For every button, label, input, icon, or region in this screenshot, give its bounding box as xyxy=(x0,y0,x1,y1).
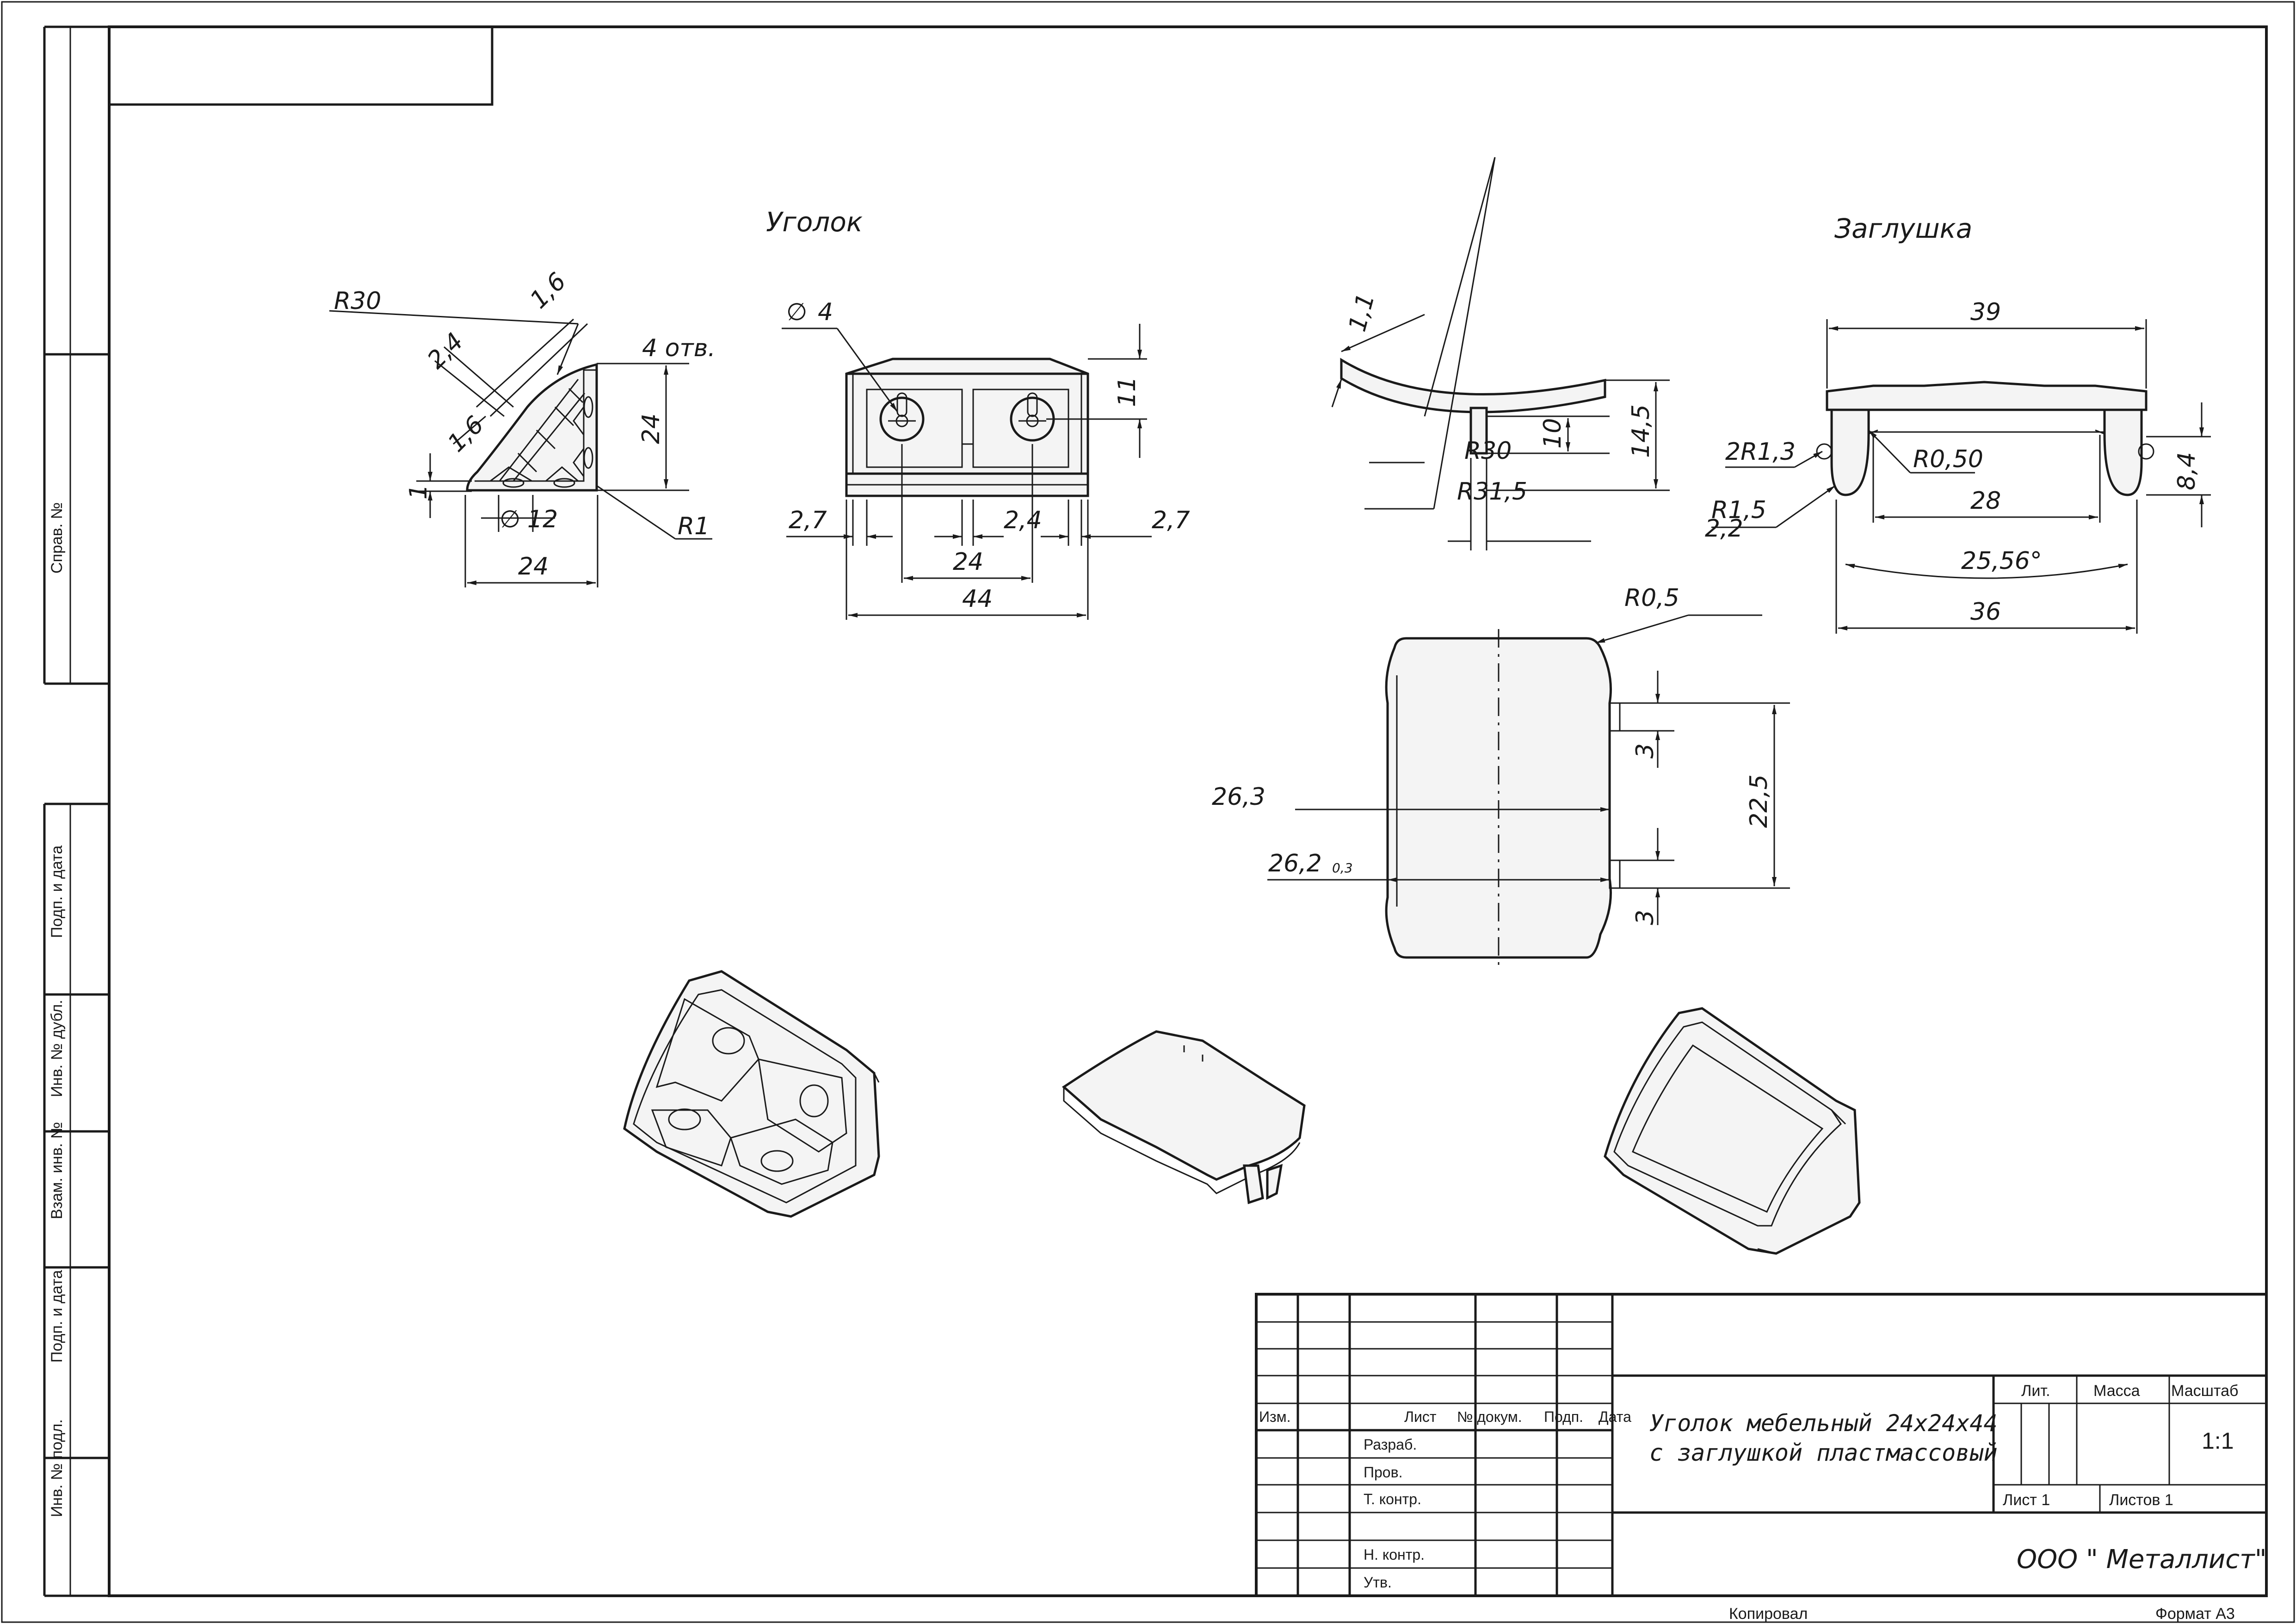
dim-r0-50: R0,50 xyxy=(1913,445,1983,473)
row-razrab: Разраб. xyxy=(1364,1436,1417,1453)
dim-28: 28 xyxy=(1970,487,2001,515)
vzam-inv-label: Взам. инв. № xyxy=(48,1122,66,1219)
dim-22-5: 22,5 xyxy=(1745,774,1773,828)
dim-11: 11 xyxy=(1113,377,1141,407)
dim-1-6-upper: 1,6 xyxy=(525,267,572,314)
dim-10: 10 xyxy=(1539,418,1567,449)
dim-39: 39 xyxy=(1970,298,2001,326)
dim-3-lower: 3 xyxy=(1631,910,1659,925)
cap-isometric xyxy=(1062,1030,1306,1204)
sheet-number: Лист 1 xyxy=(2003,1491,2050,1509)
col-list: Лист xyxy=(1404,1408,1437,1425)
dim-25-56-deg: 25,56° xyxy=(1961,547,2042,575)
dim-1-6-lower: 1,6 xyxy=(443,411,489,457)
row-n-kontr: Н. контр. xyxy=(1364,1546,1425,1563)
inv-podl-label: Инв. № подл. xyxy=(48,1419,66,1517)
side-strip-labels: Справ. № Подп. и дата Инв. № дубл. Взам.… xyxy=(48,502,66,1517)
organization-name: ООО " Металлист" xyxy=(2017,1544,2266,1575)
dim-dia4-symbol: ∅ xyxy=(786,298,807,326)
dim-dia12: 12 xyxy=(527,506,558,533)
dim-r1: R1 xyxy=(678,513,710,540)
dim-tolerance: 0,3 xyxy=(1332,860,1353,876)
corner-isometric xyxy=(623,970,880,1218)
format-label: Формат А3 xyxy=(2155,1605,2235,1623)
corner-view-title: Уголок xyxy=(766,206,863,238)
drawing-title-line2: с заглушкой пластмассовый xyxy=(1649,1439,1998,1466)
lit-label: Лит. xyxy=(2021,1382,2050,1400)
dim-holes-count: 4 отв. xyxy=(642,334,716,362)
col-doc-number: № докум. xyxy=(1457,1408,1522,1425)
dim-24-width: 24 xyxy=(518,553,549,580)
dim-3-upper: 3 xyxy=(1631,743,1659,759)
dim-r30-profile: R30 xyxy=(1464,437,1512,465)
row-utv: Утв. xyxy=(1364,1574,1392,1591)
podp-date-label-2: Подп. и дата xyxy=(48,1270,66,1363)
dim-dia4: 4 xyxy=(818,298,833,326)
col-signature: Подп. xyxy=(1544,1408,1583,1425)
scale-label: Масштаб xyxy=(2171,1382,2238,1400)
dim-14-5: 14,5 xyxy=(1627,404,1655,458)
col-izm: Изм. xyxy=(1259,1408,1291,1425)
col-date: Дата xyxy=(1599,1408,1631,1425)
cap-top-view: R0,5 26,3 26,2 0,3 22,5 3 3 xyxy=(1212,584,1790,967)
dim-r1-5: R1,5 xyxy=(1711,496,1766,524)
dim-r30-side: R30 xyxy=(334,287,381,315)
dim-26-2: 26,2 xyxy=(1268,850,1322,877)
dim-26-3: 26,3 xyxy=(1212,783,1265,811)
dim-2-7-right: 2,7 xyxy=(1152,506,1190,534)
dim-2-4-front: 2,4 xyxy=(1004,506,1042,534)
dim-2-2: 2,2 xyxy=(1705,515,1743,543)
dim-24-front: 24 xyxy=(953,548,983,576)
dim-1: 1 xyxy=(405,484,432,500)
corner-front-view: ∅ 4 11 44 24 2,7 2,4 2,7 xyxy=(782,298,1190,620)
sheets-total: Листов 1 xyxy=(2109,1491,2173,1509)
mass-label: Масса xyxy=(2093,1382,2140,1400)
dim-36: 36 xyxy=(1970,598,2001,626)
row-t-kontr: Т. контр. xyxy=(1364,1491,1421,1507)
row-prov: Пров. xyxy=(1364,1464,1402,1481)
corner-side-view: R30 24 4 отв. 24 ∅ 12 R1 1 1,6 2,4 1,6 xyxy=(329,267,716,587)
drawing-title-line1: Уголок мебельный 24х24х44 xyxy=(1649,1410,1998,1437)
scale-value: 1:1 xyxy=(2202,1428,2234,1454)
dim-dia12-symbol: ∅ xyxy=(500,506,520,533)
sprav-label: Справ. № xyxy=(48,502,66,574)
dim-24-height: 24 xyxy=(637,414,665,444)
podp-date-label-1: Подп. и дата xyxy=(48,846,66,938)
dim-44: 44 xyxy=(962,585,993,613)
dim-8-4: 8,4 xyxy=(2173,452,2201,490)
dim-1-1: 1,1 xyxy=(1344,290,1380,334)
copied-label: Копировал xyxy=(1729,1605,1808,1623)
inv-dubl-label: Инв. № дубл. xyxy=(48,1000,66,1097)
dim-r31-5: R31,5 xyxy=(1457,478,1527,506)
title-block: Изм. Лист № докум. Подп. Дата Разраб. Пр… xyxy=(1255,1293,2268,1597)
cap-profile-view: R30 R31,5 1,1 10 14,5 xyxy=(1331,157,1670,550)
cap-front-view: 39 28 25,56° 36 8,4 2R1,3 R0,50 R1,5 2,2 xyxy=(1705,298,2211,634)
dim-2-4-side: 2,4 xyxy=(422,327,469,374)
dim-r0-5: R0,5 xyxy=(1624,584,1679,612)
cap-view-title: Заглушка xyxy=(1834,213,1972,244)
dim-2-7-left: 2,7 xyxy=(789,506,827,534)
corner-back-isometric xyxy=(1604,1007,1861,1255)
dim-2r1-3: 2R1,3 xyxy=(1725,438,1796,466)
